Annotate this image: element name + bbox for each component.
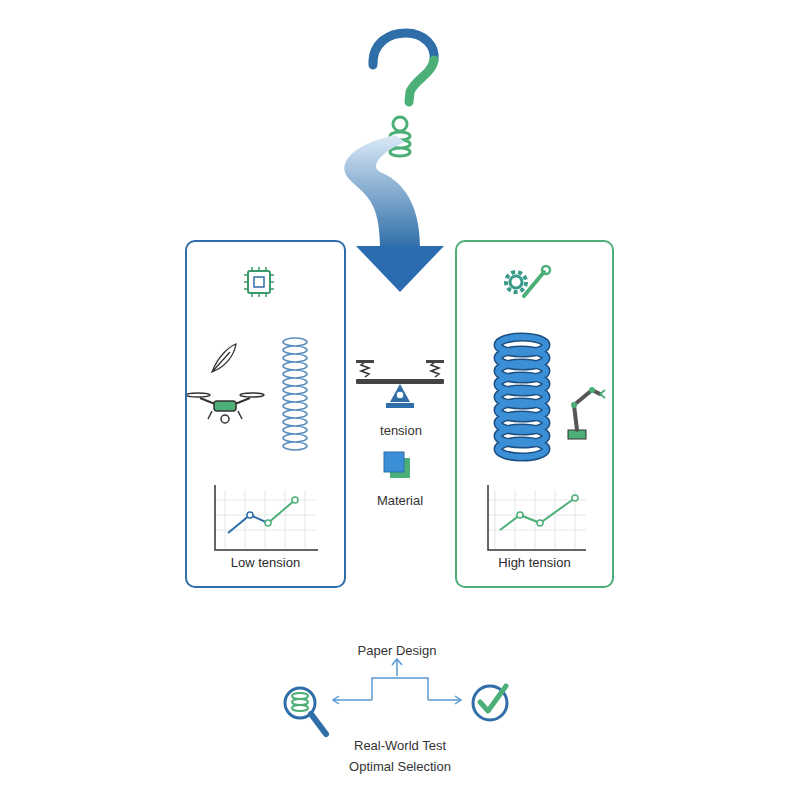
question-mark-top: [373, 33, 434, 65]
annotation-label: Material: [377, 493, 423, 508]
seesaw-cap: [356, 360, 374, 363]
chart-axes: [215, 485, 318, 550]
annotation-label: tension: [380, 423, 422, 438]
panel-caption: Low tension: [187, 555, 344, 570]
drone-body: [214, 401, 236, 411]
panel-box: High tension: [455, 240, 614, 588]
chart-point: [292, 497, 298, 503]
panel-box: Low tension: [185, 240, 346, 588]
wrench-icon: [524, 272, 544, 296]
robot-gripper: [600, 390, 605, 398]
chart-point: [247, 512, 253, 518]
seesaw-fulcrum: [390, 384, 410, 402]
chart-point: [517, 512, 523, 518]
chip-core: [254, 277, 264, 287]
wrench-head: [542, 266, 550, 274]
chart-axes: [488, 485, 586, 550]
drone-rotor: [186, 393, 210, 397]
drone-camera: [221, 415, 229, 423]
robot-joint: [589, 387, 595, 393]
chart-point: [265, 520, 271, 526]
magnifier-handle: [311, 714, 326, 734]
annotation-label: Optimal Selection: [349, 759, 451, 774]
swoosh-arrow: [344, 135, 420, 248]
annotation-label: Paper Design: [358, 643, 437, 658]
material-square: [384, 452, 404, 472]
drone-legs: [208, 411, 242, 419]
magnifier-spring: [292, 693, 308, 711]
seesaw-pivot: [396, 391, 404, 399]
thick-spring: [498, 337, 546, 457]
chip-pins: [244, 267, 274, 297]
check-mark: [480, 686, 506, 711]
chart-grid: [215, 490, 315, 550]
flow-branch: [372, 678, 428, 700]
spring-loop: [393, 117, 407, 131]
thin-spring: [283, 338, 307, 450]
annotation-label: Real-World Test: [354, 738, 446, 753]
check-circle: [473, 686, 507, 720]
seesaw-plank: [356, 379, 444, 384]
chart-point: [572, 495, 578, 501]
gear-teeth: [506, 272, 526, 292]
flow-arrow-up: [392, 659, 402, 676]
chart-line: [268, 500, 295, 523]
chip-icon: [248, 271, 270, 293]
chart-line: [500, 498, 575, 530]
drone-rotor: [240, 393, 264, 397]
robot-arm: [574, 390, 600, 430]
seesaw-cap: [426, 360, 444, 363]
seesaw-springs: [361, 362, 439, 377]
feather-icon: [212, 344, 236, 372]
flow-arrow-left: [333, 696, 372, 704]
arrow-head: [356, 246, 444, 292]
question-mark-bottom: [409, 60, 434, 102]
robot-joint: [571, 402, 577, 408]
chart-grid: [488, 490, 586, 550]
seesaw-base: [386, 403, 414, 408]
panel-caption: High tension: [457, 555, 612, 570]
thick-spring-outline: [498, 337, 546, 457]
flow-arrow-right: [428, 696, 461, 704]
gear-icon: [510, 276, 522, 288]
chart-point: [537, 520, 543, 526]
